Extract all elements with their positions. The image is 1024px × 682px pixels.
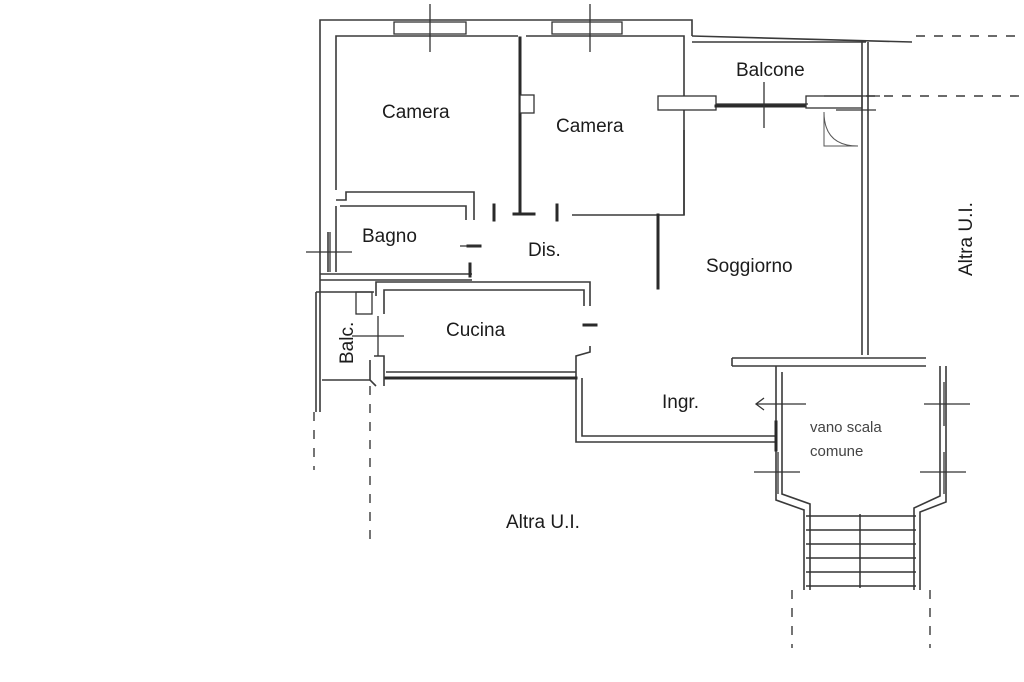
outer-walls bbox=[319, 19, 913, 412]
room-label-ingr: Ingr. bbox=[662, 392, 699, 413]
neighbor-unit-label-right: Altra U.I. bbox=[956, 202, 977, 276]
room-label-soggiorno: Soggiorno bbox=[706, 256, 793, 277]
entrance-arrow bbox=[754, 397, 806, 411]
room-label-cucina: Cucina bbox=[446, 320, 506, 341]
cucina-walls bbox=[315, 281, 598, 412]
staircase bbox=[806, 514, 916, 588]
ingresso-walls bbox=[575, 378, 776, 443]
room-label-camera-1: Camera bbox=[382, 102, 450, 123]
neighbor-unit-label-bottom: Altra U.I. bbox=[506, 512, 580, 533]
room-label-camera-2: Camera bbox=[556, 116, 624, 137]
dashed-boundaries bbox=[313, 35, 1024, 648]
room-label-bagno: Bagno bbox=[362, 226, 417, 247]
section-crosses bbox=[306, 4, 970, 494]
dis-markers bbox=[492, 203, 559, 222]
room-label-balc: Balc. bbox=[337, 322, 358, 364]
vano-scala-walls bbox=[731, 357, 947, 590]
stairwell-label-line1: vano scala bbox=[810, 419, 882, 436]
room-label-dis: Dis. bbox=[528, 240, 561, 261]
room-label-balcone: Balcone bbox=[736, 60, 805, 81]
stairwell-label-line2: comune bbox=[810, 443, 863, 460]
